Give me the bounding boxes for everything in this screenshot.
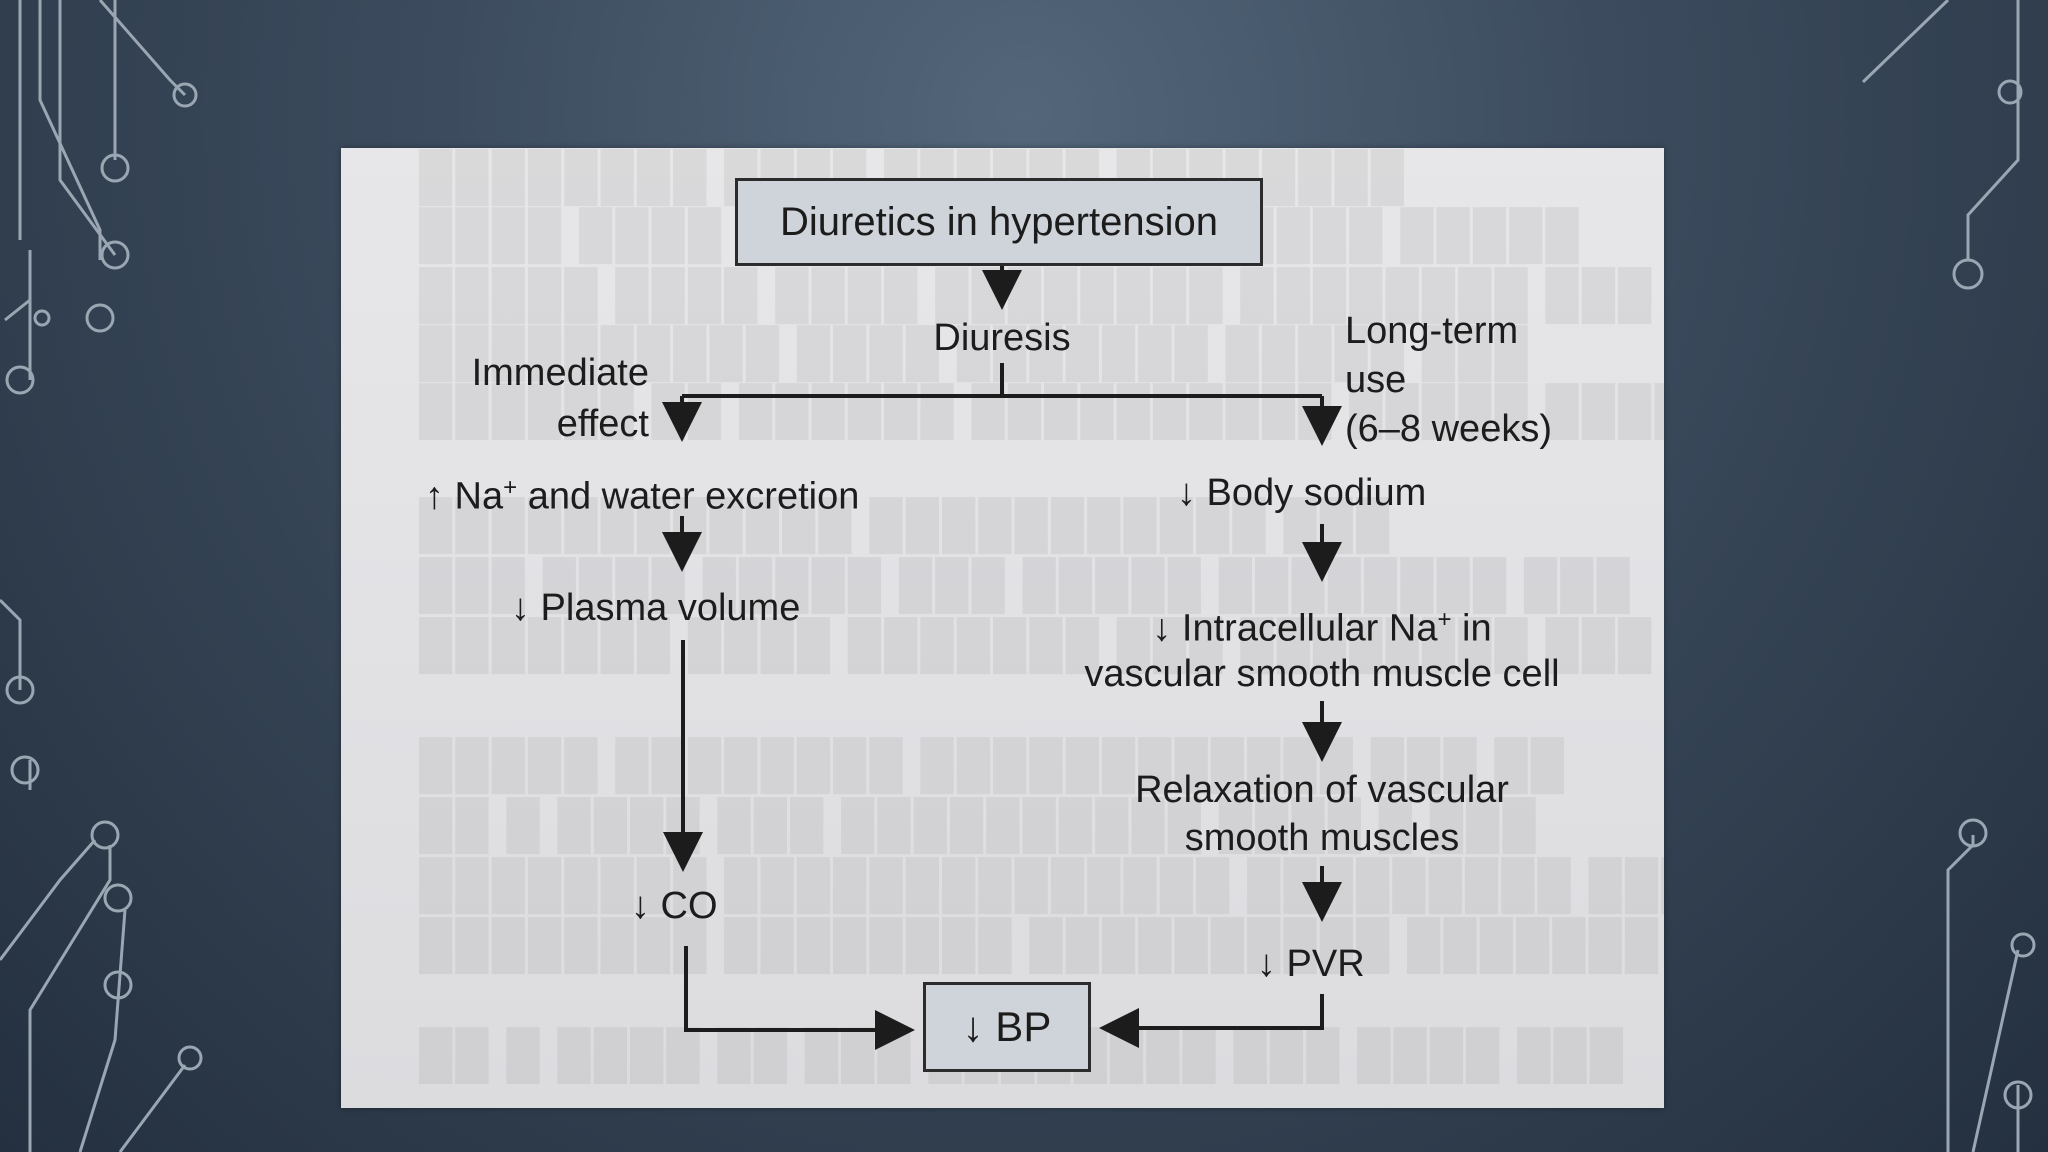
na-water-excretion-label: ↑ Na+ and water excretion — [425, 474, 860, 518]
arrow-pvr-to-bp — [1099, 994, 1324, 1048]
circuit-decoration-right — [1861, 0, 2036, 1152]
circuit-decoration-left — [0, 0, 203, 1152]
intracellular-na-line1: ↓ Intracellular Na+ in — [1152, 606, 1492, 650]
intracellular-na-line2: vascular smooth muscle cell — [1084, 653, 1560, 695]
relaxation-line2: smooth muscles — [1184, 817, 1460, 859]
body-sodium-label: ↓ Body sodium — [1177, 472, 1427, 514]
flowchart-connectors — [662, 266, 1342, 1050]
textbook-figure-photo: ████████ ████ ██████ ████████ ████ ████ … — [341, 148, 1664, 1108]
flowchart: Diuretics in hypertension Diuresis Immed… — [341, 148, 1664, 1108]
long-term-line3: (6–8 weeks) — [1345, 408, 1552, 450]
pvr-label: ↓ PVR — [1257, 943, 1365, 985]
co-label: ↓ CO — [631, 885, 718, 927]
title-box: Diuretics in hypertension — [735, 178, 1263, 266]
immediate-effect-line2: effect — [556, 403, 649, 445]
plasma-volume-label: ↓ Plasma volume — [511, 587, 801, 629]
bp-box: ↓ BP — [923, 982, 1091, 1072]
relaxation-line1: Relaxation of vascular — [1135, 769, 1509, 811]
bp-text: ↓ BP — [962, 1003, 1052, 1050]
arrow-co-to-bp — [684, 946, 915, 1050]
title-text: Diuretics in hypertension — [780, 199, 1218, 244]
diuresis-label: Diuresis — [933, 317, 1071, 359]
long-term-line2: use — [1345, 359, 1407, 401]
long-term-line1: Long-term — [1345, 310, 1519, 352]
immediate-effect-line1: Immediate — [471, 352, 649, 394]
